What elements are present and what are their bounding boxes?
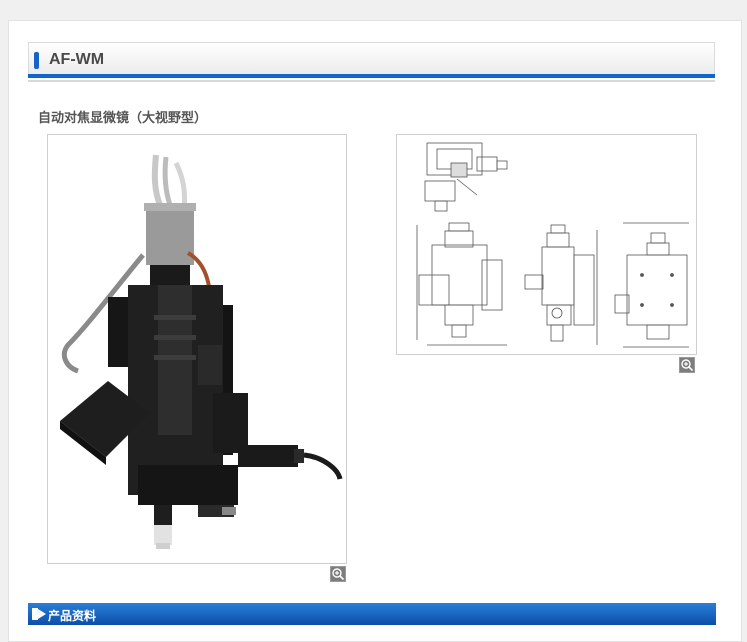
product-info-section-bar[interactable]: 产品资料	[28, 603, 716, 625]
zoom-in-icon	[332, 568, 345, 581]
arrow-right-icon	[32, 608, 38, 620]
arrow-right-icon-tip	[38, 609, 46, 619]
title-underline-shadow	[28, 80, 715, 82]
photo-zoom-button[interactable]	[330, 566, 346, 582]
title-marker	[34, 52, 39, 69]
zoom-in-icon	[681, 359, 694, 372]
title-bar: AF-WM	[28, 42, 715, 74]
page-title: AF-WM	[49, 51, 105, 68]
drawing-zoom-button[interactable]	[679, 357, 695, 373]
product-photo[interactable]	[47, 134, 347, 564]
content-panel: AF-WM 自动对焦显微镜（大视野型）	[8, 20, 742, 642]
product-subtitle: 自动对焦显微镜（大视野型）	[38, 111, 208, 126]
section-label: 产品资料	[48, 609, 97, 623]
drawing-image	[416, 142, 689, 348]
title-underline	[28, 74, 715, 78]
technical-drawing[interactable]	[396, 134, 697, 355]
microscope-image	[60, 154, 343, 549]
